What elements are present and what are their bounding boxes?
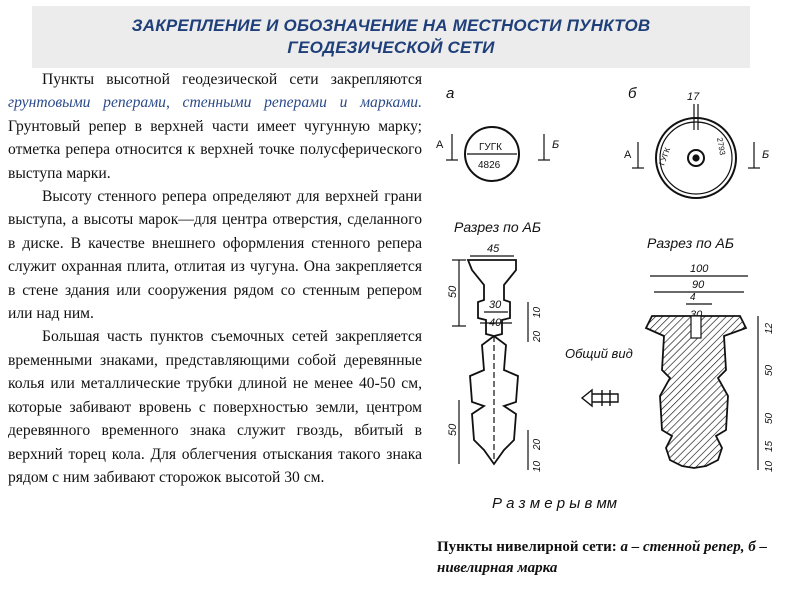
dimensions-note: Р а з м е р ы в мм <box>492 495 617 512</box>
dim-4: 4 <box>690 292 696 303</box>
paragraph-3: Большая часть пунктов съемочных сетей за… <box>8 328 422 486</box>
page-title-line-2: ГЕОДЕЗИЧЕСКОЙ СЕТИ <box>287 38 495 57</box>
label-b: б <box>628 85 637 102</box>
body-text: Пункты высотной геодезической сети закре… <box>8 68 422 489</box>
disc-text-2: 2793 <box>715 137 727 157</box>
dim-50-left: 50 <box>447 285 459 298</box>
dim-90: 90 <box>692 279 705 291</box>
disc-text-1: ГУГК <box>657 146 672 167</box>
dim-50-b2: 50 <box>764 412 775 424</box>
dim-15: 15 <box>764 440 775 452</box>
section-label-b: Разрез по АБ <box>647 235 734 251</box>
wall-benchmark-section: 45 30 40 50 50 10 20 20 10 <box>447 243 543 472</box>
dim-17: 17 <box>687 91 700 103</box>
dim-45: 45 <box>487 243 500 255</box>
plate-text-2: 4826 <box>478 160 501 171</box>
dim-20-right: 20 <box>532 330 543 343</box>
dim-50-b1: 50 <box>764 364 775 376</box>
caption-italic: а – стенной репер, б – нивелирная марка <box>437 539 767 576</box>
mark-b-right: Б <box>762 149 769 161</box>
general-view: Общий вид <box>565 346 633 408</box>
dim-20-right-2: 20 <box>532 438 543 451</box>
general-view-label: Общий вид <box>565 346 633 361</box>
title-banner: ЗАКРЕПЛЕНИЕ И ОБОЗНАЧЕНИЕ НА МЕСТНОСТИ П… <box>32 6 750 68</box>
mark-b-left: Б <box>552 139 559 151</box>
dim-40: 40 <box>489 317 502 329</box>
mark-a-right: А <box>624 149 632 161</box>
dim-30: 30 <box>489 299 502 311</box>
plate-text-1: ГУГК <box>479 142 502 153</box>
section-label-a: Разрез по АБ <box>454 219 541 235</box>
label-a: а <box>446 85 454 102</box>
paragraph-2: Высоту стенного репера определяют для ве… <box>8 188 422 323</box>
dim-12: 12 <box>764 322 775 334</box>
mark-section: 100 90 4 30 12 50 50 15 10 <box>644 263 775 472</box>
mark-a-left: А <box>436 139 444 151</box>
dim-10-right: 10 <box>532 306 543 318</box>
paragraph-1-end: Грунтовый репер в верхней части имеет чу… <box>8 117 422 182</box>
dim-100: 100 <box>690 263 709 275</box>
benchmark-drawing: а б ГУГК 4826 А Б 17 ГУГК 2793 <box>432 80 794 535</box>
paragraph-1-highlight: грунтовыми реперами, стенными реперами и… <box>8 94 422 112</box>
disc-top-view: 17 ГУГК 2793 А Б <box>624 91 769 199</box>
figure-caption: Пункты нивелирной сети: а – стенной репе… <box>437 537 782 579</box>
dim-10-b: 10 <box>764 460 775 472</box>
dim-10-right-2: 10 <box>532 460 543 472</box>
caption-start: Пункты нивелирной сети: <box>437 539 621 555</box>
dim-50-left-2: 50 <box>447 423 459 436</box>
paragraph-1-start: Пункты высотной геодезической сети закре… <box>42 71 422 88</box>
paragraph-1: Пункты высотной геодезической сети закре… <box>8 68 422 185</box>
page-title-line-1: ЗАКРЕПЛЕНИЕ И ОБОЗНАЧЕНИЕ НА МЕСТНОСТИ П… <box>131 16 651 35</box>
plate-top-view: ГУГК 4826 А Б <box>436 126 559 182</box>
